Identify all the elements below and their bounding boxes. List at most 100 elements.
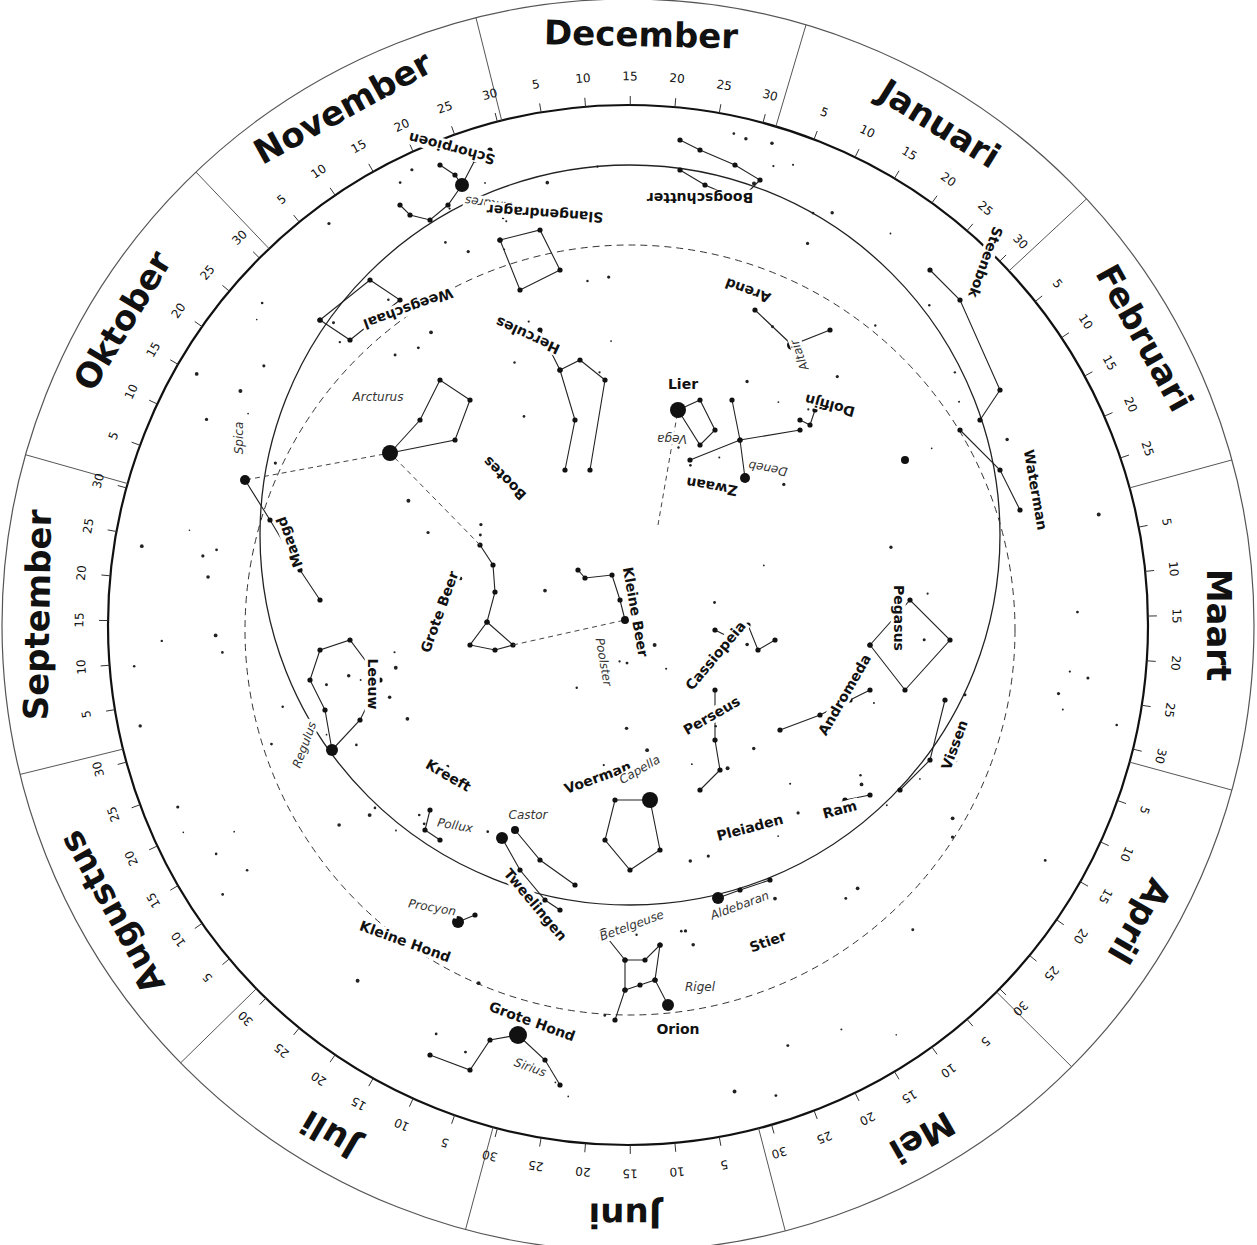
day-number: 15 bbox=[622, 70, 639, 83]
month-boundary bbox=[181, 989, 257, 1063]
star-dot bbox=[517, 287, 522, 292]
star-name: Deneb bbox=[746, 458, 791, 478]
day-tick bbox=[170, 886, 178, 891]
day-number: 5 bbox=[1136, 803, 1152, 817]
bright-star bbox=[496, 832, 508, 844]
day-number: 30 bbox=[1009, 998, 1031, 1020]
month-label: April bbox=[1100, 872, 1178, 969]
faint-star bbox=[221, 893, 224, 896]
constellation-name: Pleiaden bbox=[713, 811, 787, 845]
faint-star bbox=[856, 886, 860, 890]
faint-star bbox=[189, 529, 191, 531]
day-number: 5 bbox=[1049, 276, 1065, 292]
day-number: 30 bbox=[1152, 746, 1169, 766]
star-name: Arcturus bbox=[351, 391, 406, 404]
faint-star bbox=[479, 523, 482, 526]
star-dot bbox=[827, 327, 832, 332]
faint-star bbox=[332, 321, 335, 324]
day-number: 15 bbox=[1169, 607, 1182, 625]
star-dot bbox=[492, 589, 497, 594]
day-tick bbox=[1117, 801, 1125, 804]
day-number: 30 bbox=[480, 1147, 500, 1164]
star-dot bbox=[367, 277, 372, 282]
faint-star bbox=[176, 805, 179, 808]
star-name: Capella bbox=[616, 752, 665, 788]
faint-star bbox=[874, 324, 876, 326]
month-label: November bbox=[248, 44, 438, 172]
day-tick bbox=[763, 114, 765, 123]
faint-star bbox=[205, 418, 208, 421]
star-dot bbox=[317, 317, 322, 322]
constellation-figures bbox=[242, 137, 1022, 1087]
day-number: 10 bbox=[1166, 559, 1181, 578]
day-tick bbox=[1030, 955, 1037, 961]
star-dot bbox=[712, 737, 717, 742]
star-dot bbox=[702, 182, 707, 187]
day-tick bbox=[260, 998, 266, 1004]
faint-star bbox=[215, 548, 218, 551]
faint-star bbox=[161, 640, 163, 642]
faint-star bbox=[505, 220, 507, 222]
star-dot bbox=[322, 707, 327, 712]
day-number: 5 bbox=[1159, 516, 1174, 528]
star-name: Altair bbox=[788, 336, 813, 374]
star-dot bbox=[807, 422, 812, 427]
day-tick bbox=[495, 1128, 497, 1137]
day-tick bbox=[222, 285, 229, 291]
day-number: 30 bbox=[91, 759, 108, 779]
faint-star bbox=[133, 665, 136, 668]
constellation-name: Waterman bbox=[1020, 447, 1050, 534]
constellation-name: Orion bbox=[654, 1022, 701, 1037]
star-dot bbox=[427, 807, 432, 812]
faint-star bbox=[745, 380, 748, 383]
star-name: Procyon bbox=[405, 897, 459, 919]
faint-star bbox=[774, 1094, 777, 1097]
star-dot bbox=[867, 642, 872, 647]
faint-star bbox=[326, 734, 328, 736]
faint-star bbox=[246, 869, 249, 872]
faint-star bbox=[555, 1082, 557, 1084]
star-dot bbox=[737, 437, 742, 442]
day-number: 30 bbox=[229, 228, 251, 250]
guide-line bbox=[658, 410, 678, 525]
day-tick bbox=[630, 1145, 631, 1154]
day-number: 30 bbox=[480, 86, 500, 103]
star-dot bbox=[609, 572, 614, 577]
day-tick bbox=[1056, 920, 1063, 925]
constellation-name: Dolfijn bbox=[801, 390, 858, 419]
faint-star bbox=[796, 811, 799, 814]
faint-star bbox=[928, 304, 930, 306]
star-dot bbox=[562, 467, 567, 472]
constellation-line bbox=[625, 980, 655, 990]
star-dot bbox=[652, 977, 657, 982]
faint-star bbox=[479, 533, 482, 536]
faint-star bbox=[467, 250, 470, 253]
constellation-line bbox=[800, 410, 815, 425]
star-dot bbox=[755, 647, 760, 652]
star-dot bbox=[897, 787, 902, 792]
faint-star bbox=[523, 415, 526, 418]
day-number: 10 bbox=[74, 658, 88, 676]
day-number: 10 bbox=[857, 122, 878, 141]
faint-star bbox=[1115, 724, 1118, 727]
day-number: 25 bbox=[814, 1127, 835, 1145]
faint-star bbox=[890, 233, 892, 235]
day-number: 5 bbox=[817, 105, 831, 121]
month-boundary bbox=[466, 1127, 494, 1229]
day-number: 20 bbox=[857, 1108, 878, 1127]
day-tick bbox=[1080, 882, 1088, 886]
faint-star bbox=[1062, 709, 1064, 711]
day-tick bbox=[1120, 455, 1129, 458]
star-dot bbox=[817, 712, 822, 717]
star-dot bbox=[317, 317, 322, 322]
faint-star bbox=[247, 413, 249, 415]
star-dot bbox=[687, 457, 692, 462]
day-tick bbox=[855, 1093, 859, 1101]
day-number: 20 bbox=[574, 1164, 592, 1179]
faint-star bbox=[732, 132, 735, 135]
day-number: 10 bbox=[1075, 311, 1096, 333]
ring-ticks bbox=[20, 18, 1232, 1231]
day-tick bbox=[1035, 296, 1042, 302]
day-number: 15 bbox=[144, 340, 164, 362]
constellation-name: Slangendrager bbox=[484, 201, 605, 225]
